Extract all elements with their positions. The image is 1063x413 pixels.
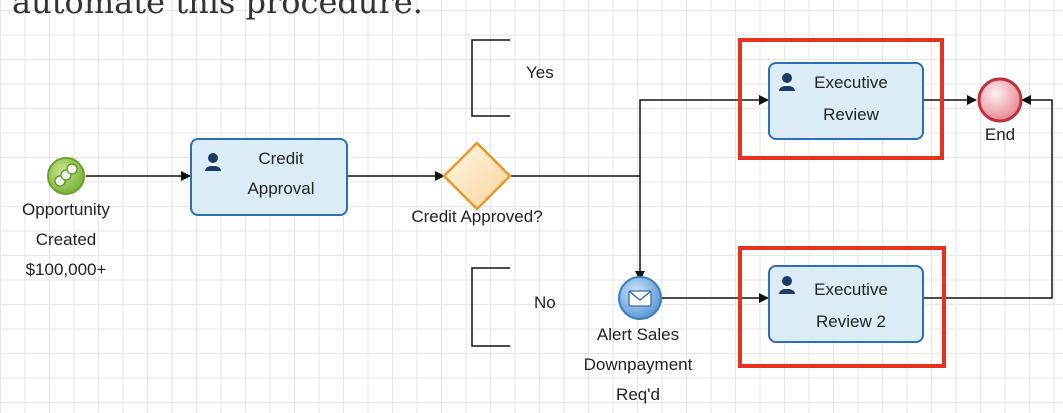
credit-approval-task[interactable]: Credit Approval <box>190 138 348 216</box>
end-event-shape <box>977 77 1023 123</box>
executive-review-highlight <box>738 38 944 160</box>
end-event-label: End <box>984 125 1016 144</box>
yes-annotation-bracket <box>471 39 510 117</box>
start-event-label-1: Opportunity <box>22 200 110 219</box>
credit-approval-line-1: Credit <box>258 149 304 168</box>
executive-review-line-1: Executive <box>814 73 888 92</box>
no-annotation: No <box>534 293 556 312</box>
user-icon <box>778 275 796 300</box>
envelope-icon <box>628 290 652 307</box>
no-annotation-bracket <box>471 267 510 347</box>
gateway-label: Credit Approved? <box>411 207 543 226</box>
alert-event-shape <box>618 276 662 320</box>
user-icon <box>204 152 222 177</box>
alert-event-label-1: Alert Sales <box>596 325 680 344</box>
start-event-shape <box>47 157 85 195</box>
executive-review-2-line-1: Executive <box>814 280 888 299</box>
user-icon <box>778 72 796 97</box>
yes-annotation: Yes <box>526 63 554 82</box>
alert-event-label-3: Req'd <box>616 385 660 404</box>
executive-review-2-highlight <box>738 246 946 368</box>
coins-icon <box>54 163 78 187</box>
page-heading: automate this procedure. <box>12 0 423 21</box>
executive-review-2-line-2: Review 2 <box>816 312 886 331</box>
executive-review-task[interactable]: Executive Review <box>768 62 924 140</box>
start-event-label-2: Created <box>35 230 97 249</box>
flow-review2-to-end <box>924 95 1053 299</box>
credit-approval-line-2: Approval <box>247 179 315 198</box>
flow-yes-branch <box>639 95 769 176</box>
executive-review-2-task[interactable]: Executive Review 2 <box>768 265 924 343</box>
executive-review-line-2: Review <box>823 105 879 124</box>
alert-event-label-2: Downpayment <box>583 355 693 374</box>
gateway-shape <box>442 141 512 211</box>
start-event-label-3: $100,000+ <box>25 260 107 279</box>
